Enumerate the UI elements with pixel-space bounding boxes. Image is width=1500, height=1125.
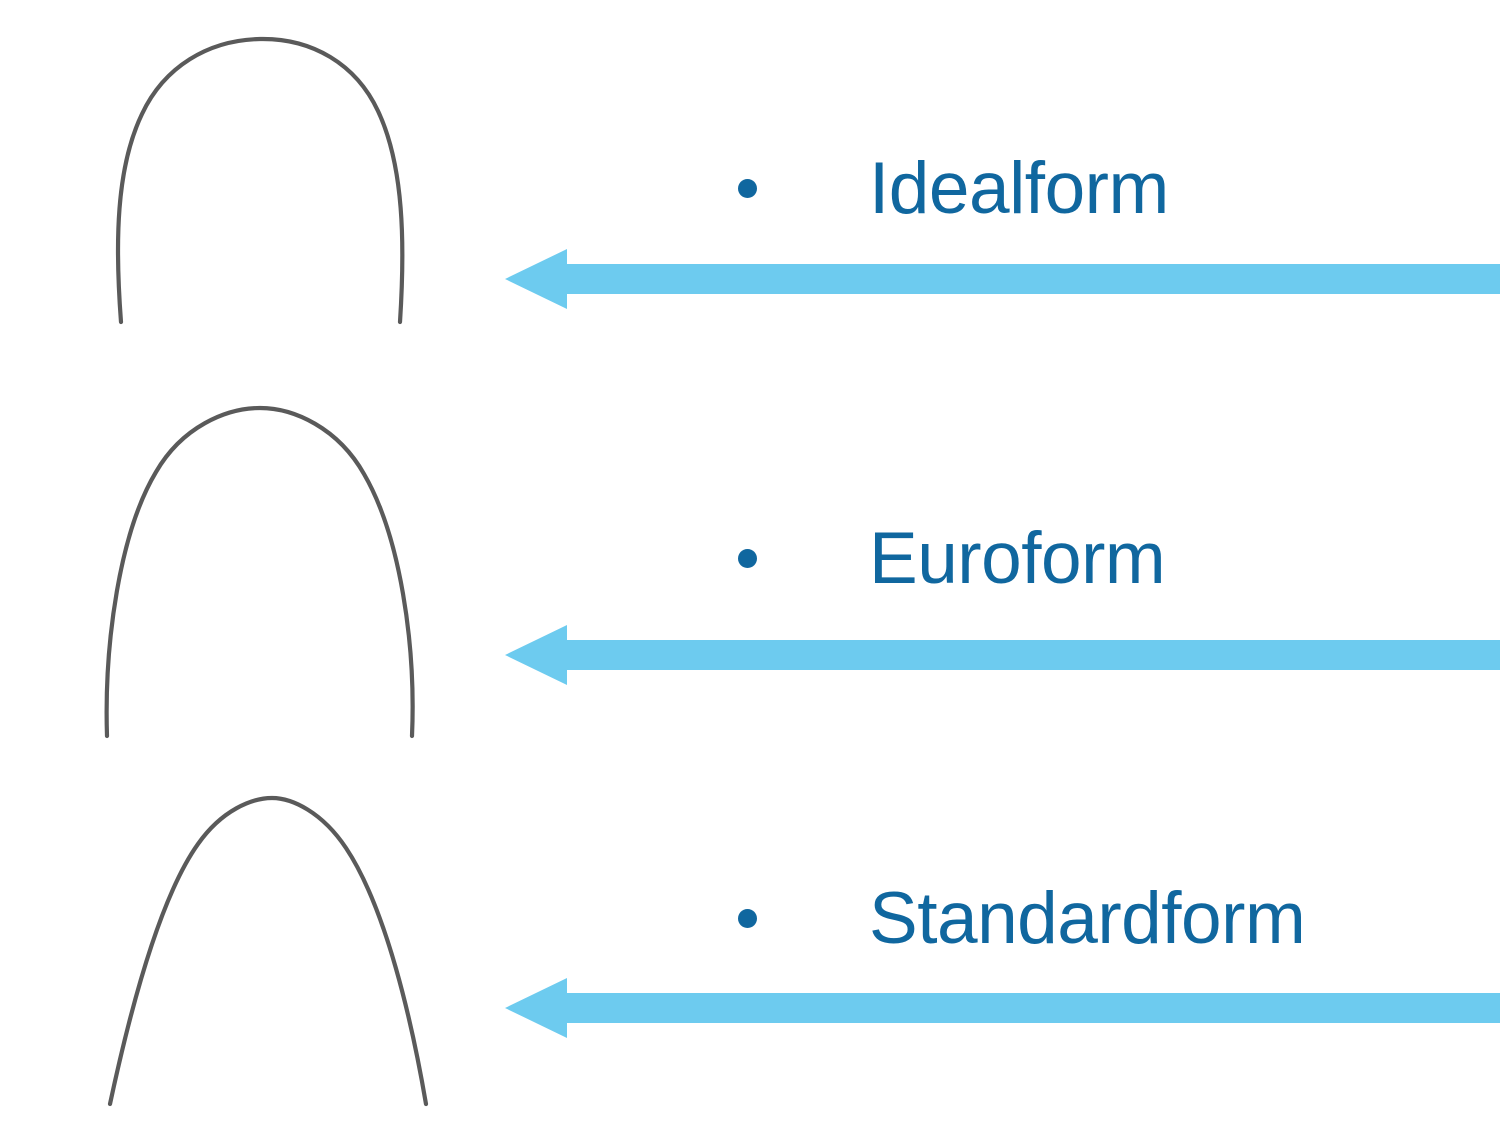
bullet-item-idealform: Idealform — [738, 152, 1169, 225]
archwire-standardform-svg — [107, 795, 429, 1107]
arrow-to-euroform — [505, 624, 1500, 686]
bullet-label-euroform: Euroform — [869, 518, 1166, 599]
arrow-to-standardform-svg — [505, 978, 1500, 1038]
archwire-idealform-figure — [60, 18, 480, 338]
archwire-standardform-path — [107, 795, 429, 1107]
archwire-idealform-path — [115, 36, 405, 325]
arrow-to-idealform — [505, 248, 1500, 310]
arrow-to-idealform-svg — [505, 249, 1500, 309]
arrow-to-euroform-svg — [505, 625, 1500, 685]
bullet-item-standardform: Standardform — [738, 878, 1306, 959]
bullet-dot-icon — [738, 179, 757, 198]
bullet-dot-icon — [738, 549, 757, 568]
arrow-to-standardform — [505, 977, 1500, 1039]
archwire-standardform-figure — [60, 782, 480, 1112]
arrow-left-shape — [505, 249, 1500, 309]
archwire-euroform-svg — [104, 405, 415, 739]
archwire-euroform-figure — [60, 392, 480, 744]
bullet-dot-icon — [738, 909, 757, 928]
arrow-left-shape — [505, 625, 1500, 685]
bullet-item-euroform: Euroform — [738, 518, 1166, 599]
archwire-idealform-svg — [115, 36, 405, 325]
archwire-euroform-path — [104, 405, 415, 739]
bullet-label-standardform: Standardform — [869, 878, 1306, 959]
arrow-left-shape — [505, 978, 1500, 1038]
bullet-label-idealform: Idealform — [869, 148, 1169, 229]
